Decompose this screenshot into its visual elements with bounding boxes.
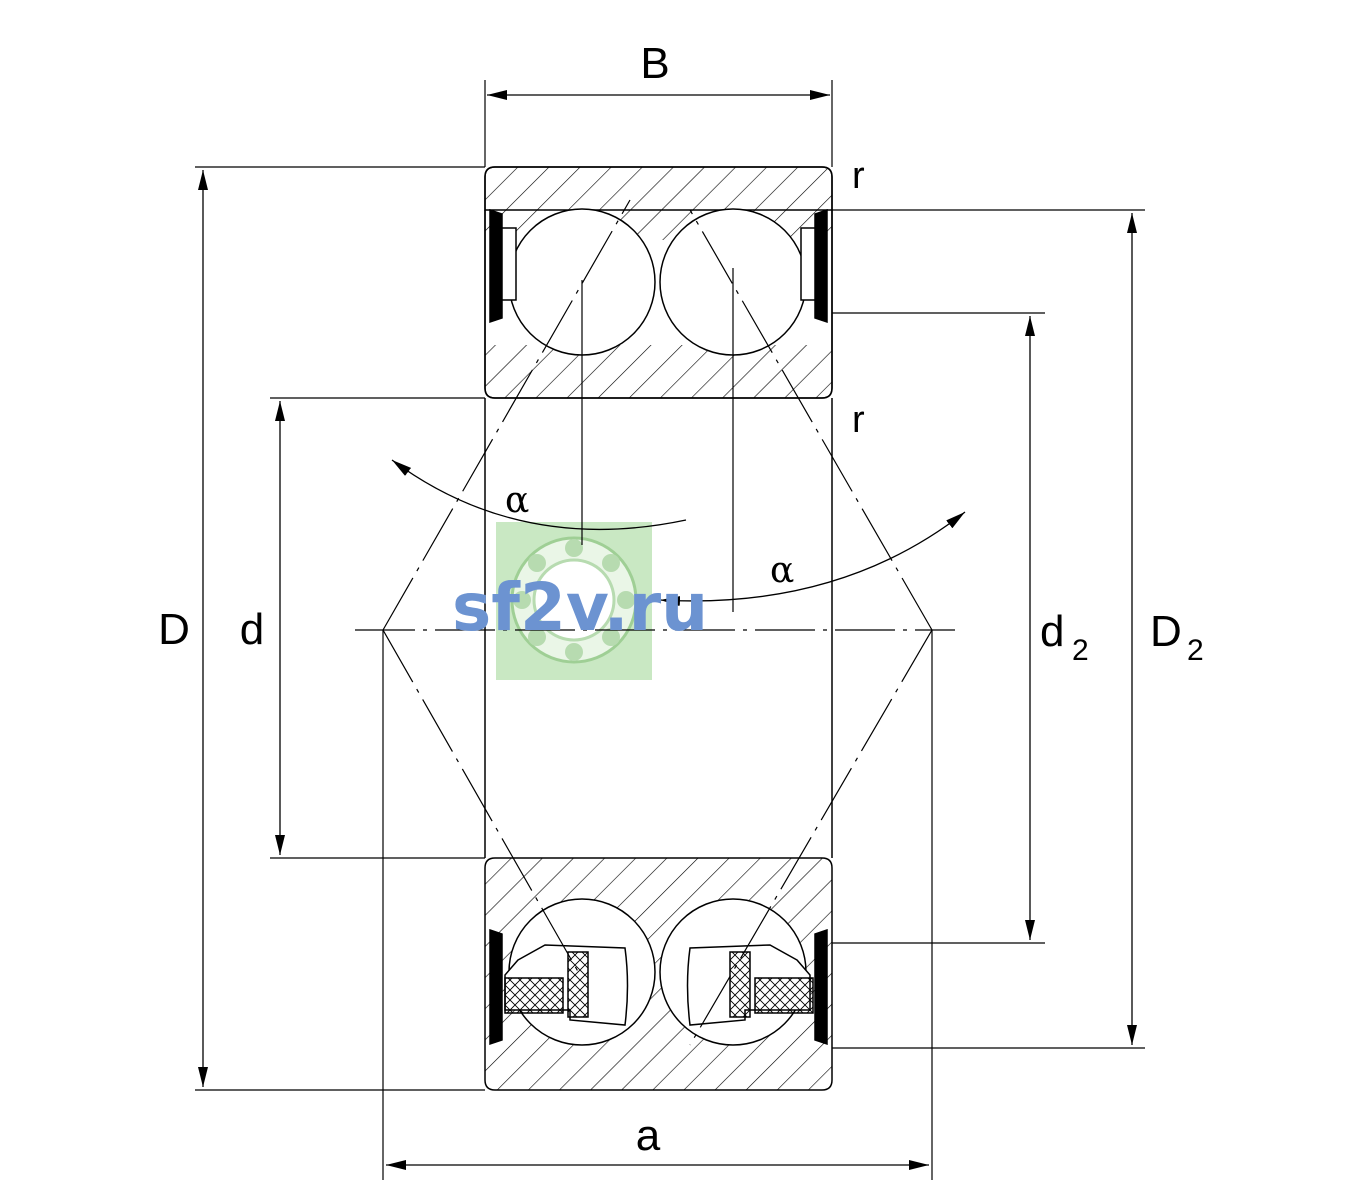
label-d2-main: d [1040, 607, 1064, 656]
labels: B D d d 2 D 2 a r r α α [158, 39, 1204, 1160]
label-D: D [158, 605, 190, 654]
watermark-logo [496, 522, 652, 680]
upper-section [484, 166, 833, 399]
label-D2-main: D [1150, 607, 1182, 656]
watermark-text: sf2v.ru [452, 569, 708, 646]
label-r-top: r [852, 155, 865, 197]
label-d2: d [1040, 607, 1064, 656]
label-d2-sub: 2 [1072, 634, 1089, 667]
label-d: d [240, 605, 264, 654]
dimension-lines [198, 90, 1137, 1170]
label-D2: D [1150, 607, 1182, 656]
label-a: a [636, 1111, 661, 1160]
lower-section [484, 857, 833, 1091]
label-alpha-right: α [770, 550, 794, 591]
extension-lines [195, 80, 1145, 1180]
label-alpha-left: α [505, 480, 529, 521]
angle-arcs [391, 459, 966, 607]
label-D2-sub: 2 [1187, 634, 1204, 667]
label-B: B [640, 39, 669, 88]
label-r-bottom: r [852, 399, 865, 441]
inner-bore-lines [484, 398, 833, 858]
